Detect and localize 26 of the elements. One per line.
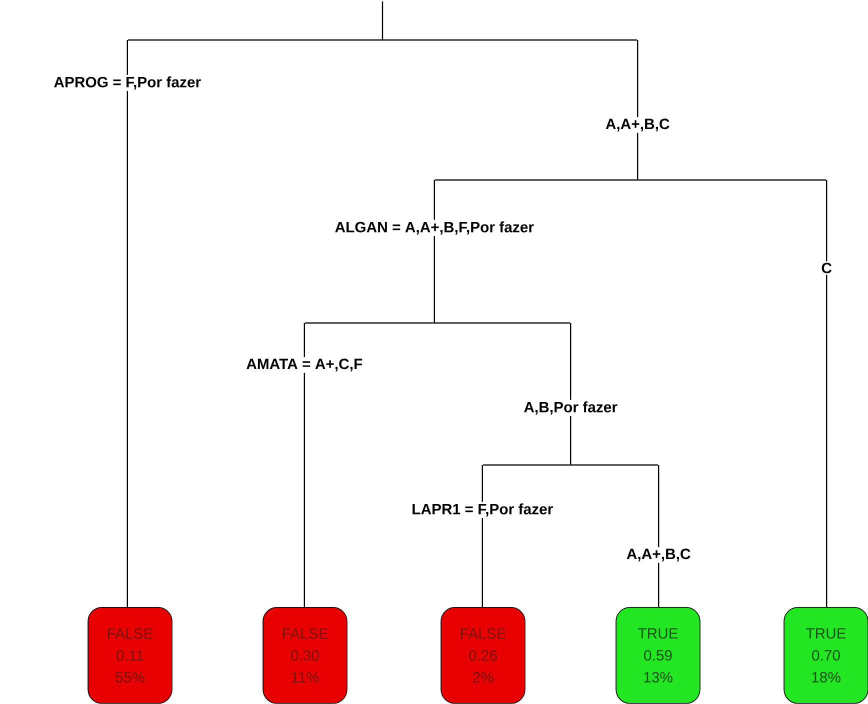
leaf-box: FALSE 0.11 55% [88,607,172,704]
split-line [304,322,571,324]
edge-label: ALGAN = A,A+,B,F,Por fazer [333,220,536,236]
leaf-box: FALSE 0.30 11% [262,607,348,704]
tree-line [570,323,572,464]
edge-label: A,A+,B,C [624,547,692,563]
leaf-box: TRUE 0.70 18% [784,607,868,704]
edge-label: A,B,Por fazer [522,400,620,416]
edge-label: A,A+,B,C [604,117,672,133]
tree-line [482,465,483,607]
edge-label: APROG = F,Por fazer [52,74,203,92]
tree-line [658,465,660,607]
split-line [127,39,638,41]
edge-label: C [820,261,834,275]
tree-line [826,180,828,607]
edge-label: AMATA = A+,C,F [244,357,364,373]
tree-line [126,40,128,607]
edge-label: LAPR1 = F,Por fazer [410,502,555,518]
leaf-box: FALSE 0.26 2% [440,607,526,704]
split-line [482,464,659,466]
tree-line [637,40,638,180]
tree-line [434,180,435,322]
split-line [434,179,827,181]
tree-line [382,1,384,40]
tree-line [304,323,305,607]
leaf-box: TRUE 0.59 13% [616,607,700,704]
